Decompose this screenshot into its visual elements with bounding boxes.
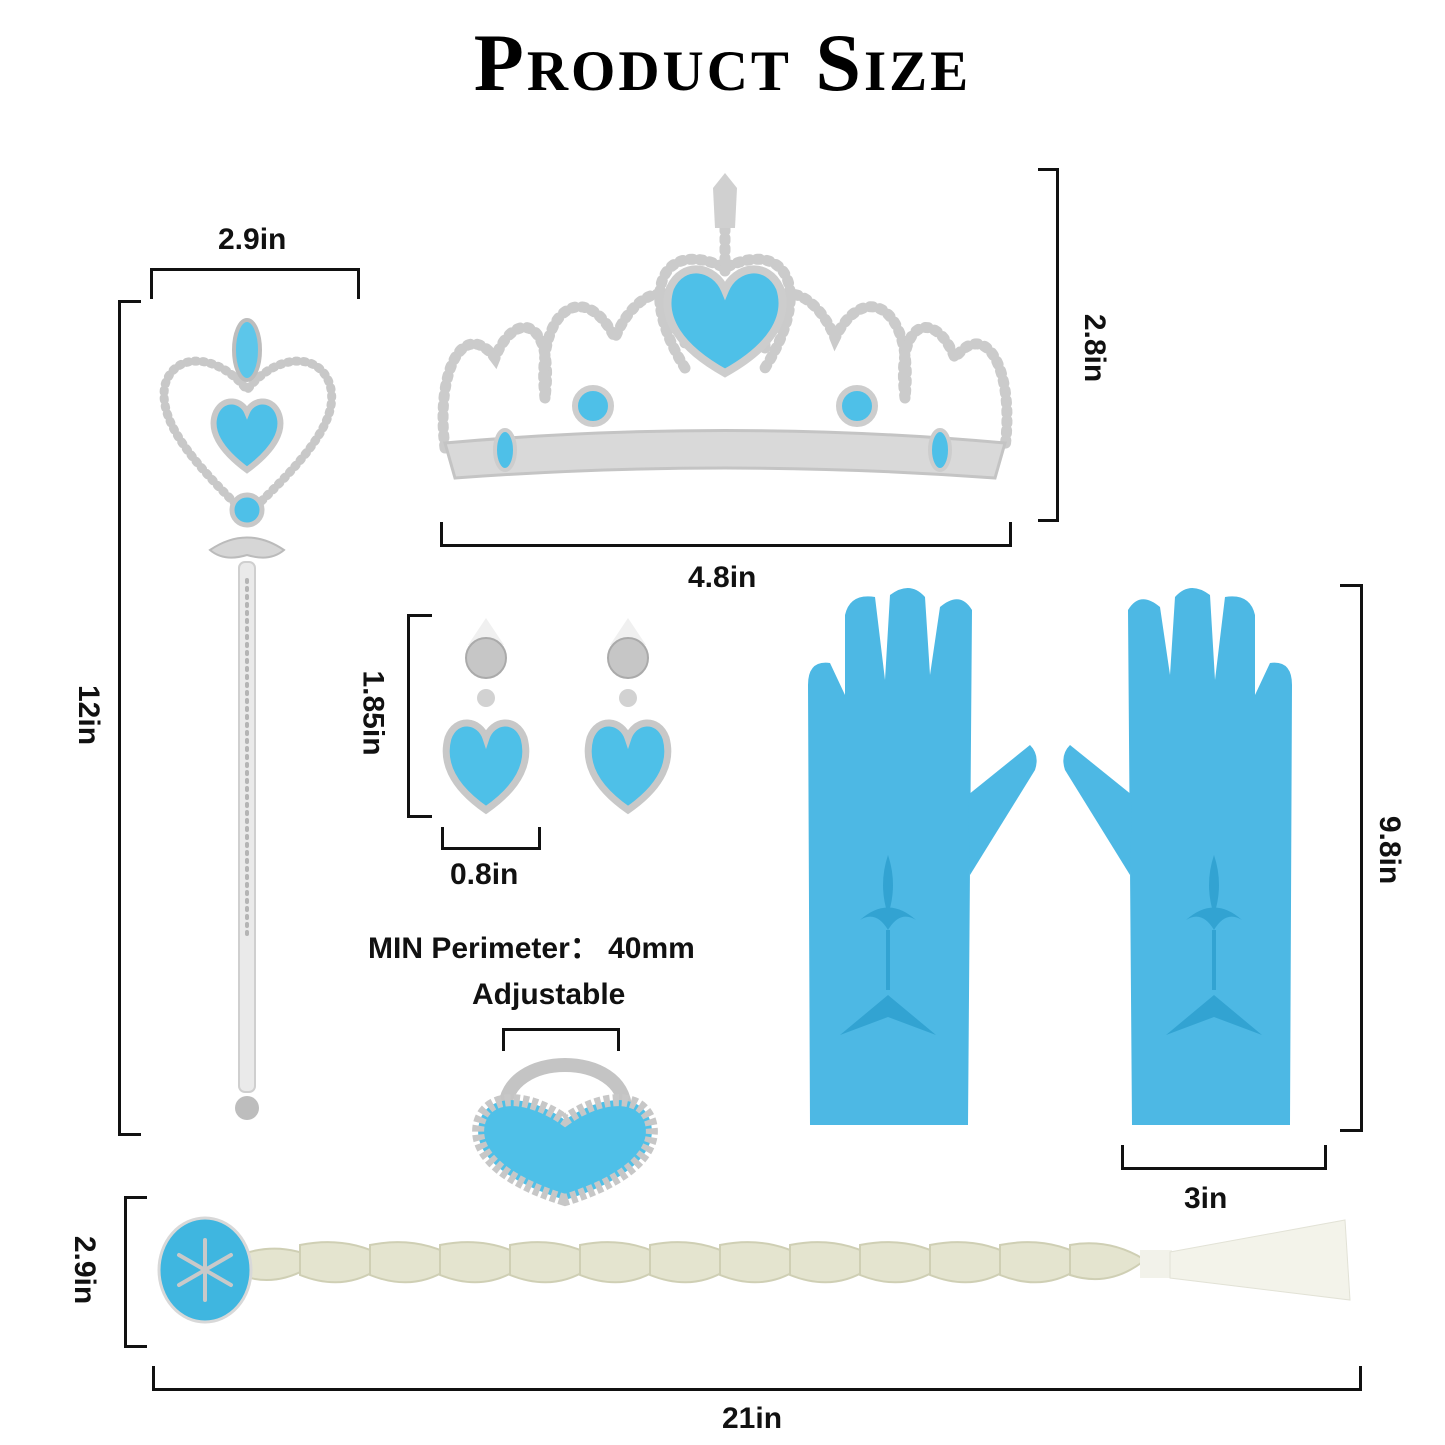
- crown-icon: [437, 173, 1013, 480]
- glove-icon: [808, 587, 1292, 1125]
- crown-width-label: 4.8in: [688, 561, 757, 594]
- crown-height-bracket: [1038, 168, 1059, 522]
- earring-width-label: 0.8in: [450, 858, 519, 891]
- page-title: Product Size: [473, 17, 972, 108]
- braid-height-bracket: [124, 1196, 147, 1348]
- earring-height-bracket: [407, 614, 432, 818]
- ring-width-bracket: [502, 1028, 620, 1051]
- glove-width-label: 3in: [1184, 1182, 1228, 1215]
- braid-height-label: 2.9in: [68, 1235, 102, 1305]
- glove-width-bracket: [1121, 1145, 1327, 1170]
- ring-adjustable-label: Adjustable: [472, 978, 626, 1011]
- wand-height-bracket: [118, 300, 141, 1136]
- ring-icon: [472, 1058, 658, 1207]
- wand-height-label: 12in: [72, 684, 106, 746]
- crown-width-bracket: [440, 522, 1012, 547]
- glove-height-label: 9.8in: [1373, 815, 1407, 885]
- crown-height-label: 2.8in: [1078, 313, 1112, 383]
- braid-width-label: 21in: [722, 1402, 783, 1435]
- earring-width-bracket: [441, 827, 541, 850]
- braid-icon: [157, 1216, 1351, 1324]
- earring-icon: [442, 618, 672, 815]
- braid-width-bracket: [152, 1366, 1362, 1391]
- wand-icon: [159, 318, 337, 1120]
- glove-height-bracket: [1340, 584, 1363, 1132]
- ring-perimeter-label: MIN Perimeter： 40mm: [368, 932, 695, 965]
- earring-height-label: 1.85in: [356, 670, 390, 756]
- wand-width-label: 2.9in: [218, 223, 287, 256]
- wand-width-bracket: [150, 268, 360, 299]
